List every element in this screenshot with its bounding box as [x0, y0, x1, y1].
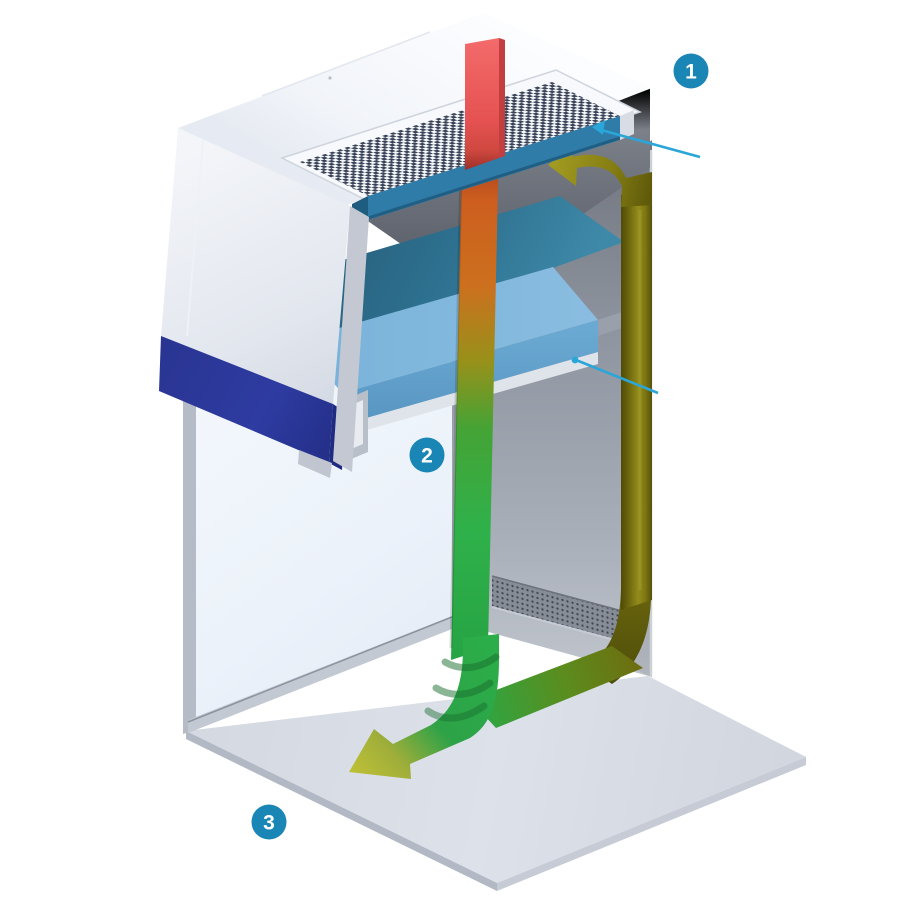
- hood-crease: [186, 139, 204, 337]
- intake-grille: [280, 69, 642, 201]
- glass-sill-edge: [187, 616, 453, 723]
- supply-ribbon-red: [465, 38, 505, 170]
- ribbon-fold: [441, 653, 500, 672]
- exhaust-vent-grille: [491, 575, 627, 644]
- callout-1-number: 1: [685, 61, 697, 84]
- hood-navy-band: [159, 336, 333, 463]
- downflow-bend-arrow: [349, 634, 500, 779]
- hood-front-panel: [161, 128, 350, 404]
- hood-flange: [298, 450, 332, 478]
- callout-3: 3: [251, 804, 287, 840]
- base-plate-edge-left: [186, 731, 497, 891]
- callout-1: 1: [673, 53, 709, 89]
- callout-2: 2: [409, 437, 445, 473]
- leader-dot-icon: [571, 356, 579, 364]
- supply-ribbon-red-edge: [499, 38, 505, 158]
- grille-mesh: [300, 82, 620, 196]
- callout-badge-icon: [409, 437, 445, 473]
- leader-line-1: [592, 120, 701, 159]
- callout-badge-icon: [251, 804, 287, 840]
- ribbon-fold: [432, 679, 494, 698]
- screw-icon: [328, 76, 332, 80]
- hood-side-panel: [333, 206, 369, 472]
- return-ribbon: [548, 144, 652, 684]
- glass-sill: [188, 616, 452, 733]
- cap-seam: [261, 31, 431, 97]
- base-plate: [186, 676, 806, 891]
- prefilter-frame-rim: [620, 110, 634, 140]
- floor-branch-ribbon: [470, 646, 643, 728]
- base-plate-edge-front: [497, 757, 806, 891]
- leader-arrowhead-icon: [592, 120, 605, 135]
- glass-frame-post: [183, 392, 196, 734]
- ribbon-fold: [424, 702, 488, 722]
- hepa-filter-top: [297, 267, 598, 393]
- callout-2-number: 2: [421, 445, 433, 468]
- leader-line-2: [571, 356, 659, 395]
- supply-ribbon-main: [449, 138, 499, 660]
- hood: [159, 128, 369, 478]
- callout-badge-icon: [673, 53, 709, 89]
- callout-3-number: 3: [263, 812, 275, 835]
- return-ribbon-top-arrow: [548, 144, 652, 207]
- return-ribbon-riser: [621, 185, 652, 610]
